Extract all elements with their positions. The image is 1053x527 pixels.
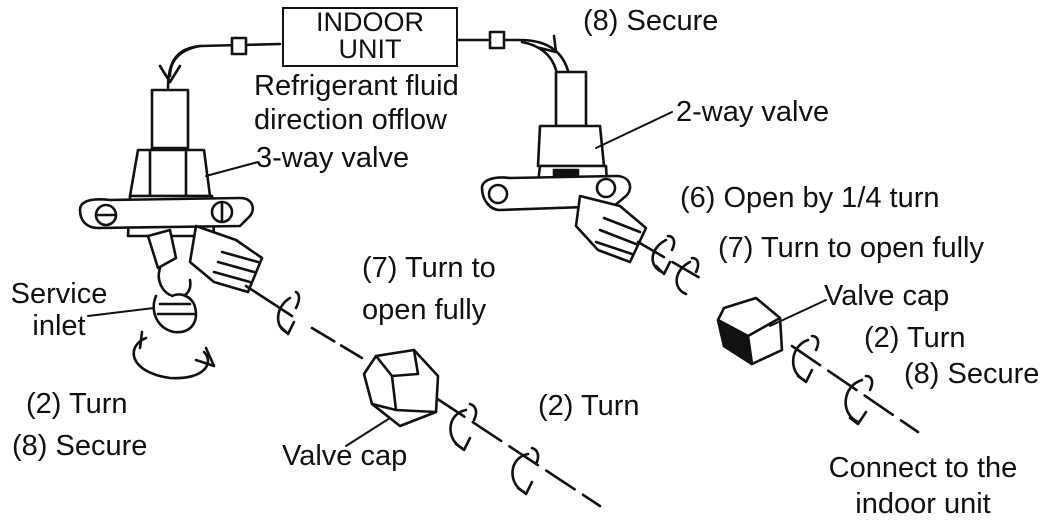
three-way-valve-icon (78, 88, 264, 334)
label-secure-right: (8) Secure (904, 358, 1040, 390)
label-connect-line2: indoor unit (855, 488, 991, 520)
left-axis-line (244, 284, 602, 508)
label-refrigerant-line2: direction offlow (254, 104, 447, 136)
label-valve-cap-mid: Valve cap (282, 440, 408, 472)
label-turn-open-mid-line2: open fully (362, 294, 487, 326)
turn-arrow-left-icon (276, 290, 301, 336)
label-connect-line1: Connect to the (828, 452, 1018, 484)
valve-cap-right-icon (716, 296, 784, 366)
right-axis-line (636, 240, 920, 434)
label-two-way-valve: 2-way valve (676, 96, 830, 128)
label-valve-cap-right: Valve cap (824, 280, 950, 312)
label-turn-left: (2) Turn (26, 388, 128, 420)
indoor-unit-label-line2: UNIT (338, 34, 402, 64)
flow-arrow-left-icon (158, 44, 202, 84)
leader-lines (87, 111, 827, 447)
turn-arrow-right-4-icon (844, 374, 874, 426)
label-service-line1: Service (10, 278, 108, 310)
indoor-unit-label-line1: INDOOR (316, 7, 424, 37)
turn-arrow-right-2-icon (675, 256, 700, 296)
label-refrigerant-line1: Refrigerant fluid (254, 70, 459, 102)
rotate-arrow-service-icon (132, 330, 216, 380)
two-way-valve-icon (480, 70, 648, 264)
flow-arrow-right-icon (520, 34, 558, 72)
turn-arrow-mid-1-icon (449, 402, 478, 452)
label-secure-left: (8) Secure (12, 430, 148, 462)
turn-arrow-mid-2-icon (511, 446, 540, 496)
indoor-unit-box: INDOOR UNIT (282, 7, 458, 67)
turn-arrow-right-3-icon (791, 334, 820, 384)
label-turn-right: (2) Turn (864, 322, 966, 354)
label-turn-open-mid-line1: (7) Turn to (362, 252, 496, 284)
label-turn-mid: (2) Turn (538, 390, 640, 422)
label-service-line2: inlet (32, 310, 86, 342)
valve-cap-mid-icon (362, 348, 440, 428)
label-open-quarter-turn: (6) Open by 1/4 turn (680, 182, 940, 214)
label-turn-open-right: (7) Turn to open fully (718, 232, 984, 264)
label-secure-top: (8) Secure (583, 5, 719, 37)
turn-arrow-right-1-icon (651, 234, 676, 276)
label-three-way-valve: 3-way valve (256, 142, 410, 174)
